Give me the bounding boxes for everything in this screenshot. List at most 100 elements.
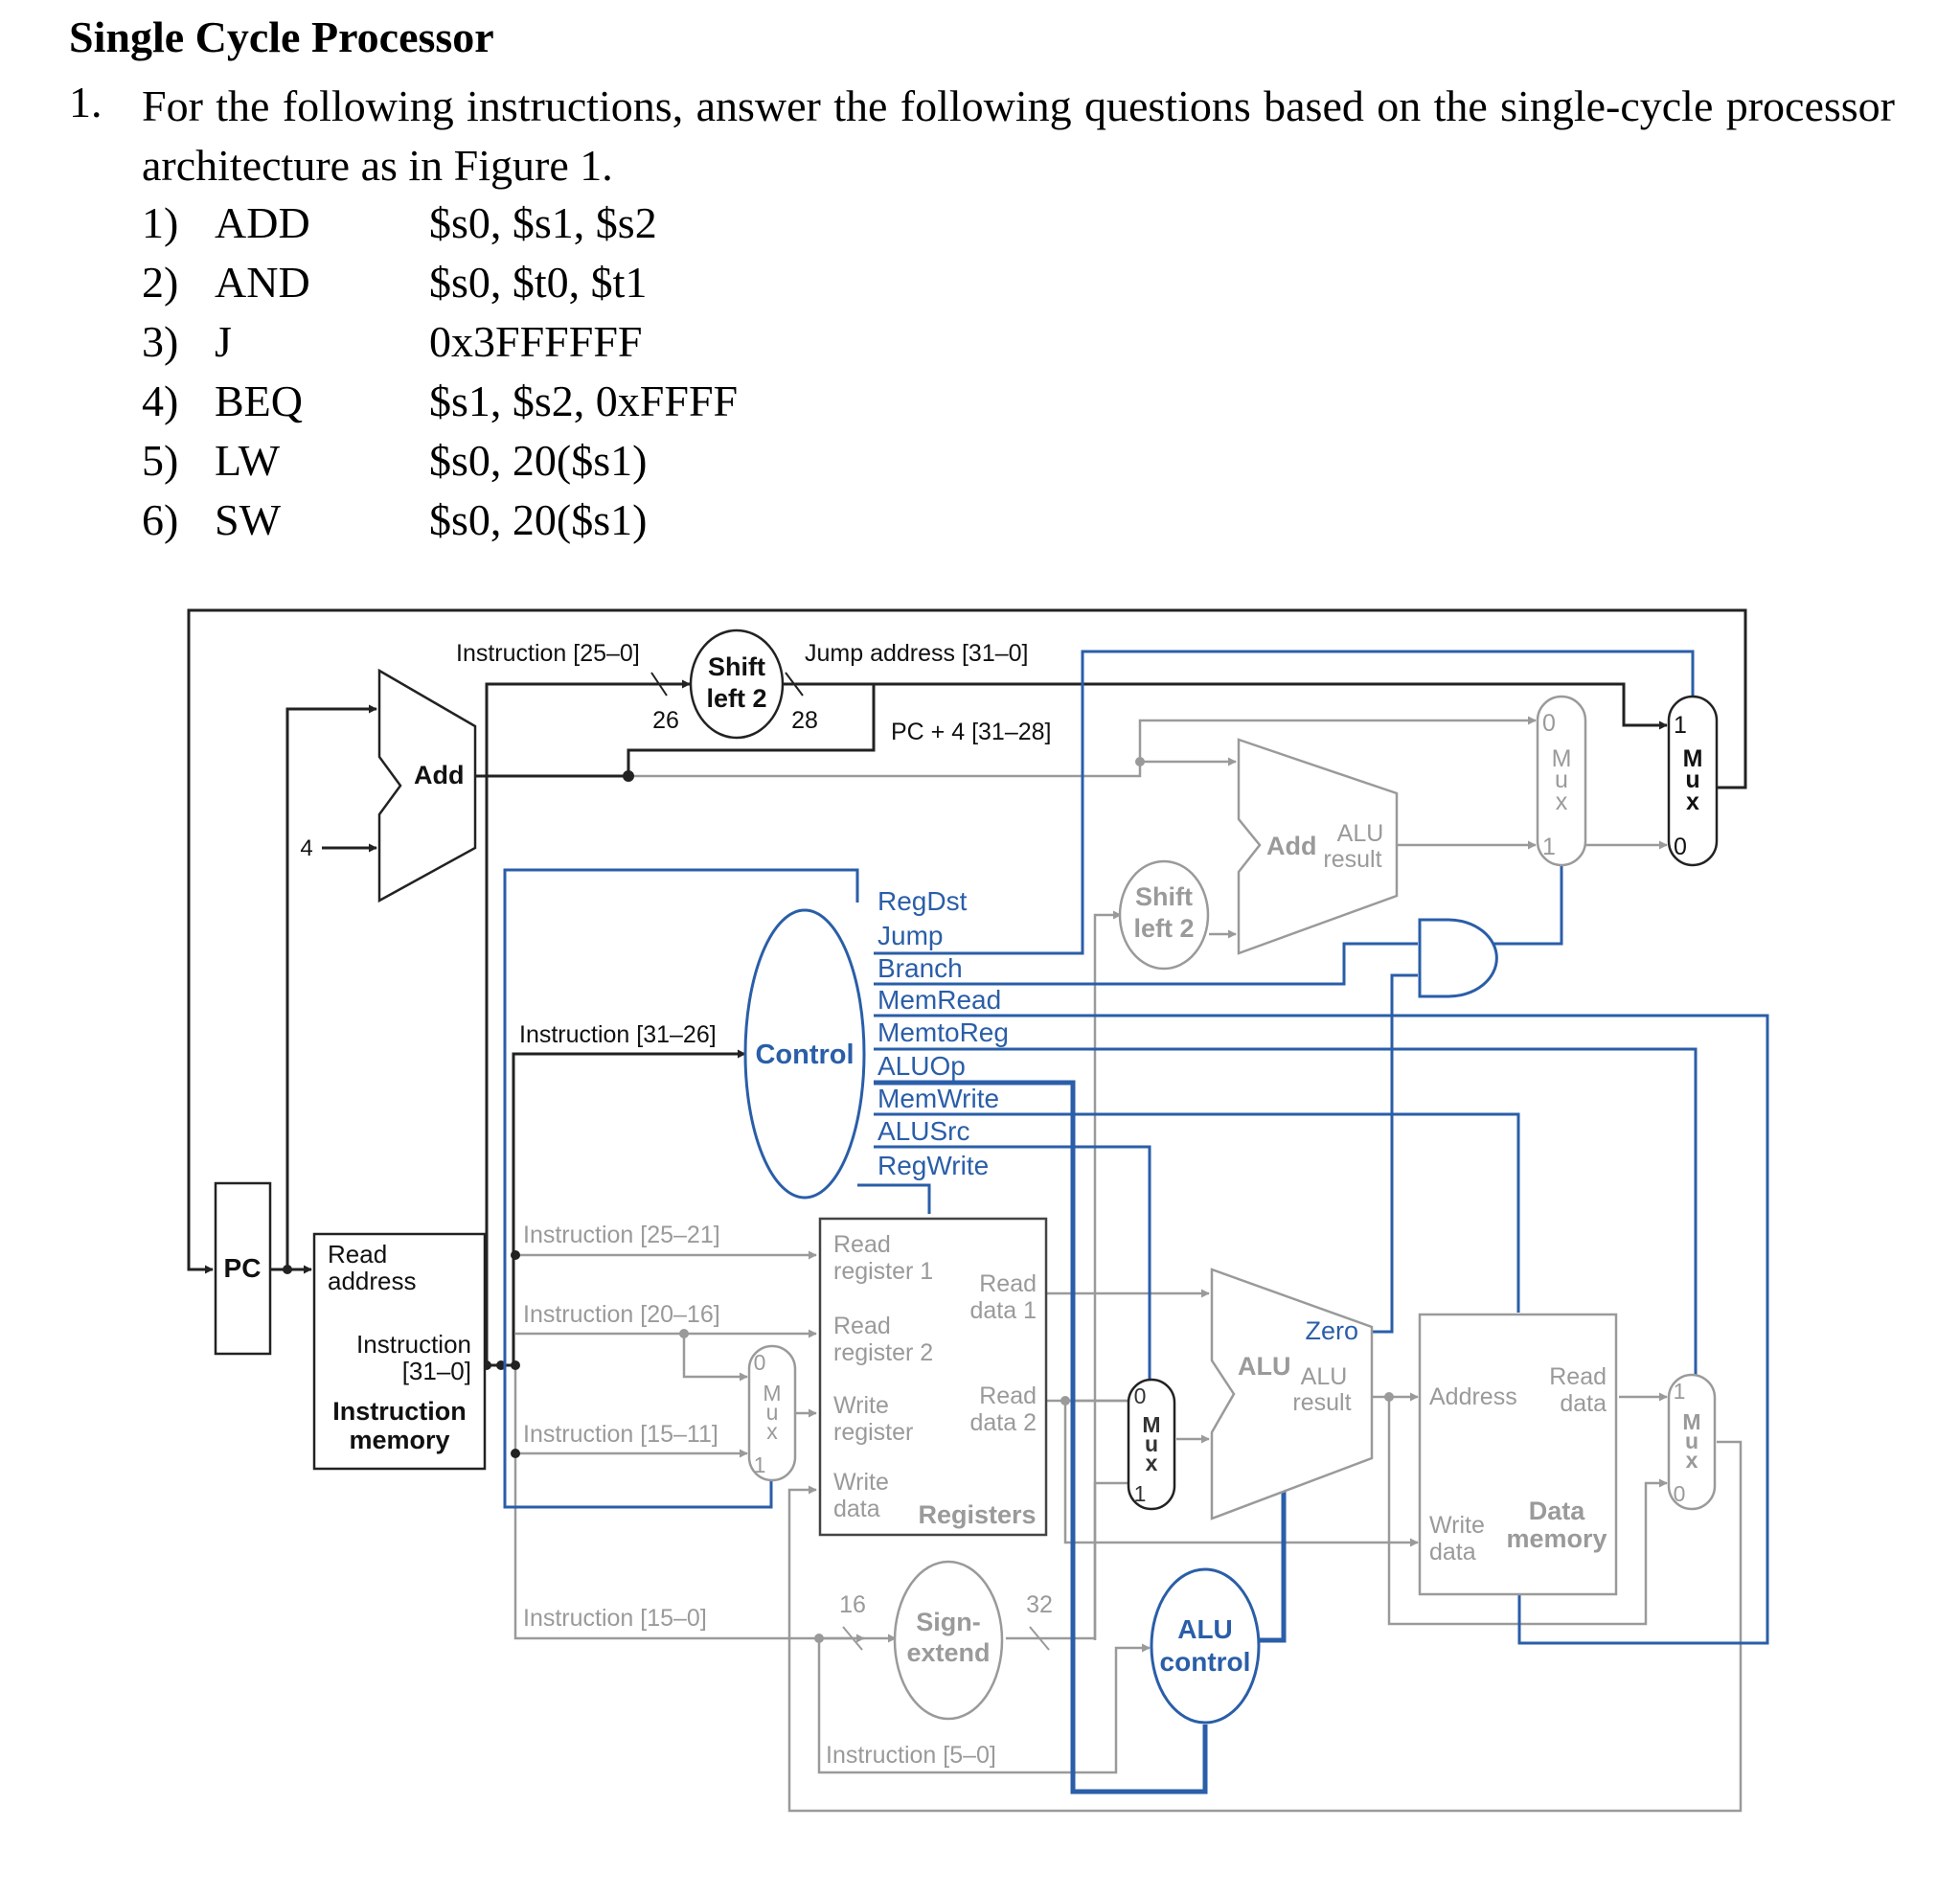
instr-25-0-label: Instruction [25–0] — [456, 640, 640, 667]
mux-input-label: 1 — [1674, 712, 1687, 739]
branch-mux — [1536, 695, 1587, 867]
data-memory-label: Data — [1529, 1497, 1586, 1525]
mux-input-label: 0 — [1674, 1481, 1686, 1506]
mux-label: u — [1685, 766, 1699, 793]
aluop-label: ALUOp — [877, 1051, 966, 1081]
write-data-label: Write — [833, 1469, 889, 1496]
instruction-opcode: J — [215, 317, 232, 366]
jump-address-wire — [784, 682, 1668, 730]
and-to-mux-wire — [1480, 862, 1563, 946]
read-data-1-label: data 1 — [969, 1297, 1037, 1324]
mux-label: x — [766, 1419, 778, 1444]
alu-control-label: ALU — [1177, 1614, 1233, 1644]
alusrc-wire — [874, 1145, 1151, 1380]
instruction-number: 4) — [142, 377, 179, 425]
mux-input-label: 0 — [754, 1350, 766, 1375]
question-number: 1. — [69, 78, 103, 126]
instr-15-0-label: Instruction [15–0] — [523, 1605, 707, 1632]
read-data-1-label: Read — [979, 1270, 1037, 1297]
bit-width-label: 32 — [1026, 1591, 1053, 1618]
mux-label: M — [763, 1381, 781, 1406]
read-address-label: address — [328, 1267, 417, 1295]
write-register-label: Write — [833, 1392, 889, 1419]
constant-four-label: 4 — [300, 835, 312, 861]
instruction-opcode: ADD — [215, 198, 310, 247]
sign-extend — [893, 1560, 1004, 1721]
pc4-upper-wire — [627, 684, 876, 776]
instruction-operands: $s0, $t0, $t1 — [429, 258, 648, 307]
instr-25-0-wire — [485, 679, 691, 1365]
branch-adder — [1237, 738, 1399, 955]
mux-label: x — [1686, 1448, 1698, 1473]
instruction-operands: $s0, 20($s1) — [429, 495, 648, 544]
alu-control-unit — [1150, 1567, 1261, 1725]
memwrite-label: MemWrite — [877, 1084, 999, 1113]
alu-control-output-wire — [1255, 1453, 1287, 1643]
gray-slash-marks — [842, 1626, 1050, 1651]
question-text: For the following instructions, answer t… — [142, 81, 1895, 190]
dm-read-data-label: Read — [1549, 1363, 1607, 1390]
instruction-opcode: BEQ — [215, 377, 303, 425]
alu-result-bypass-wire — [1387, 1397, 1668, 1626]
dm-write-data-label: data — [1429, 1539, 1476, 1566]
bit-width-label: 16 — [839, 1591, 866, 1618]
pc-label: PC — [224, 1253, 262, 1283]
read-data-2-label: Read — [979, 1383, 1037, 1409]
mux-label: u — [1145, 1431, 1158, 1456]
read-data2-to-dmem-wire — [1063, 1401, 1419, 1547]
bit-width-label: 26 — [652, 707, 679, 734]
mux-label: M — [1683, 745, 1703, 772]
pc-adder-label: Add — [414, 761, 464, 789]
memread-wire — [874, 1014, 1769, 1645]
next-pc-wire — [187, 608, 1747, 1274]
data-memory — [1418, 1313, 1618, 1596]
instruction-number: 1) — [142, 198, 179, 247]
instr-20-16-label: Instruction [20–16] — [523, 1301, 720, 1328]
mux-input-label: 0 — [1134, 1383, 1147, 1408]
mux-input-label: 1 — [754, 1452, 766, 1477]
branch-and-gate — [1418, 918, 1498, 998]
sign-extend-label: Sign- — [916, 1608, 981, 1636]
alu-result-label: ALU — [1301, 1363, 1348, 1390]
control-unit-label: Control — [755, 1040, 854, 1070]
memread-label: MemRead — [877, 985, 1001, 1015]
document-title: Single Cycle Processor — [69, 12, 494, 61]
alusrc-label: ALUSrc — [877, 1116, 969, 1146]
mux-label: u — [766, 1400, 779, 1425]
branch-shift-label: Shift — [1135, 882, 1193, 911]
register-file — [818, 1217, 1048, 1537]
slash-marks — [650, 672, 804, 697]
instruction-operands: $s0, 20($s1) — [429, 436, 648, 485]
instruction-memory-label: memory — [349, 1426, 449, 1454]
instruction-memory-label: Instruction — [332, 1397, 467, 1426]
instruction-operands: 0x3FFFFFF — [429, 317, 643, 366]
write-data-label: data — [833, 1496, 880, 1522]
dm-write-data-label: Write — [1429, 1512, 1485, 1539]
branch-shift-label: left 2 — [1133, 914, 1194, 943]
inactive-wires — [513, 716, 1743, 1813]
regwrite-wire — [857, 1183, 931, 1214]
imm-to-shift-wire — [1093, 910, 1122, 1640]
jump-shift-left-2 — [689, 629, 785, 740]
regdst-wire — [503, 868, 859, 1509]
jump-address-label: Jump address [31–0] — [805, 640, 1028, 667]
mux-input-label: 1 — [1674, 1379, 1686, 1404]
branch-adder-result-label: ALU — [1337, 820, 1384, 847]
alu-control-label: control — [1160, 1647, 1251, 1677]
instr-25-21-label: Instruction [25–21] — [523, 1222, 720, 1248]
instruction-output-label: Instruction — [356, 1330, 471, 1359]
memwrite-wire — [874, 1112, 1520, 1313]
data-memory-label: memory — [1506, 1524, 1607, 1553]
bit-width-label: 28 — [791, 707, 818, 734]
mux-label: M — [1682, 1409, 1700, 1434]
branch-wire — [874, 942, 1418, 986]
mux-input-label: 0 — [1674, 834, 1687, 860]
rt-to-regdst-mux-wire — [682, 1334, 748, 1382]
read-register-2-label: register 2 — [833, 1339, 933, 1366]
active-wires — [187, 608, 1747, 1367]
pc4-upper-label: PC + 4 [31–28] — [891, 719, 1051, 745]
mux-input-label: 1 — [1134, 1481, 1147, 1506]
aluop-wire — [874, 1080, 1208, 1794]
pc-to-add-wire — [285, 704, 377, 1269]
